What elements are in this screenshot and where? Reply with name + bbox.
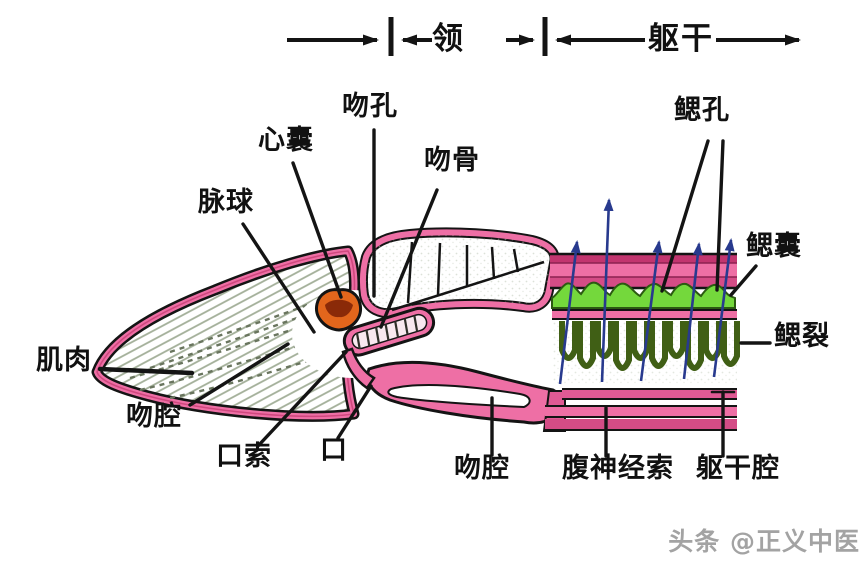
trunk-dorsal-wall	[550, 252, 737, 290]
collar-ventral-wedge	[366, 361, 562, 425]
pointer-muscle	[97, 366, 195, 376]
pointer-lines	[97, 128, 772, 458]
pointer-mouth	[336, 384, 373, 440]
label-proboscis-pore: 吻孔	[342, 91, 398, 122]
pointer-heart-sac	[291, 161, 343, 299]
label-heart-sac: 心囊	[258, 125, 314, 156]
pointer-gill-pore-2	[715, 139, 725, 292]
label-ventral-nerve-cord: 腹神经索	[562, 453, 674, 484]
label-trunk-cavity: 躯干腔	[696, 453, 780, 484]
label-proboscis-cavity: 吻腔	[126, 401, 182, 432]
label-proboscis-skeleton: 吻骨	[424, 145, 480, 176]
gill-slits	[559, 321, 740, 371]
region-label-collar: 领	[432, 21, 465, 57]
pointer-proboscis-skeleton	[379, 188, 439, 329]
pointer-gill-pore-1	[660, 139, 710, 293]
pointer-proboscis-cavity	[188, 342, 290, 407]
region-dimension-lines	[287, 17, 801, 56]
label-gill-sacs: 鳃囊	[746, 231, 802, 262]
pointer-glomerulus	[241, 222, 316, 334]
region-label-trunk: 躯干	[648, 21, 714, 57]
label-muscle: 肌肉	[36, 345, 92, 376]
label-collar-cavity: 吻腔	[454, 453, 510, 484]
label-stomochord: 口索	[216, 441, 272, 472]
trunk-ventral-wall	[545, 388, 737, 431]
pointer-gill-sacs	[729, 264, 758, 297]
label-gill-slits: 鳃裂	[774, 321, 830, 352]
label-gill-pores: 鳃孔	[674, 95, 730, 126]
label-glomerulus: 脉球	[198, 187, 254, 218]
heart-sac-shape	[315, 288, 363, 332]
label-mouth: 口	[320, 435, 348, 466]
mouth-lip-fold	[341, 347, 376, 390]
gill-sac-band	[551, 281, 736, 309]
branchial-bar	[552, 309, 737, 320]
watermark: 头条 @正义中医	[668, 527, 860, 556]
pointer-stomochord	[256, 350, 348, 448]
water-flow-arrows	[558, 198, 735, 385]
